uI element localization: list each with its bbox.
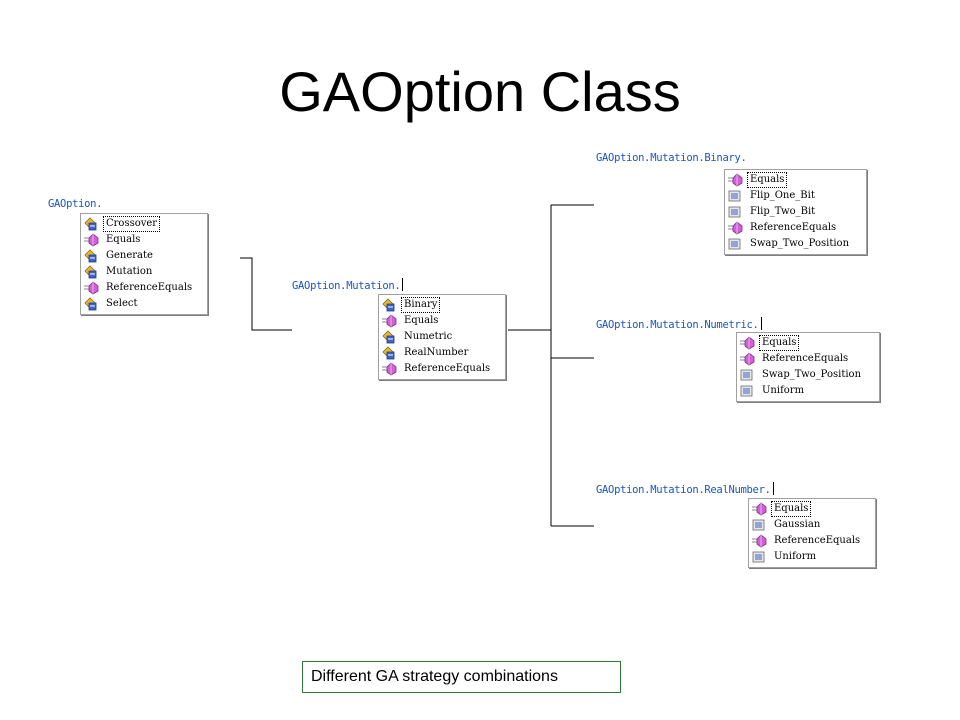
list-item-label: Uniform (774, 551, 817, 562)
caption-gaoption-mutation-binary: GAOption.Mutation.Binary. (596, 152, 747, 164)
list-item-mutation[interactable]: Mutation (81, 264, 207, 280)
caption-gaoption: GAOption. (48, 198, 103, 210)
class-icon (381, 346, 397, 360)
list-item-equals[interactable]: Equals (725, 172, 866, 188)
caption-text: GAOption.Mutation. (292, 280, 401, 292)
class-icon (83, 297, 99, 311)
list-item-label: Swap_Two_Position (750, 238, 850, 249)
list-item-crossover[interactable]: Crossover (81, 216, 207, 232)
method-icon (83, 281, 99, 295)
list-item-referenceequals[interactable]: ReferenceEquals (749, 533, 875, 549)
list-item-label: ReferenceEquals (762, 353, 849, 364)
method-icon (739, 352, 755, 366)
list-item-realnumber[interactable]: RealNumber (379, 345, 505, 361)
method-icon (83, 233, 99, 247)
list-item-label: Equals (404, 315, 439, 326)
list-item-label: RealNumber (404, 347, 469, 358)
list-item-label: Flip_One_Bit (750, 190, 815, 201)
method-icon (381, 362, 397, 376)
method-icon (739, 336, 755, 350)
caption-gaoption-mutation-numetric: GAOption.Mutation.Numetric. (596, 317, 762, 331)
list-item-label: Crossover (103, 216, 161, 232)
text-caret (760, 317, 762, 330)
list-item-binary[interactable]: Binary (379, 297, 505, 313)
list-item-equals[interactable]: Equals (737, 335, 879, 351)
enum-icon (739, 368, 755, 382)
list-item-swap-two-position[interactable]: Swap_Two_Position (725, 236, 866, 252)
list-item-flip-two-bit[interactable]: Flip_Two_Bit (725, 204, 866, 220)
text-caret (772, 482, 774, 495)
list-item-label: Uniform (762, 385, 805, 396)
method-icon (751, 534, 767, 548)
method-icon (381, 314, 397, 328)
caption-gaoption-mutation: GAOption.Mutation. (292, 278, 404, 292)
list-item-uniform[interactable]: Uniform (749, 549, 875, 565)
caption-text: GAOption.Mutation.RealNumber. (596, 484, 771, 496)
enum-icon (727, 189, 743, 203)
list-item-label: ReferenceEquals (774, 535, 861, 546)
strategy-caption-box: Different GA strategy combinations (302, 661, 621, 693)
enum-icon (751, 518, 767, 532)
list-item-label: ReferenceEquals (404, 363, 491, 374)
list-item-numetric[interactable]: Numetric (379, 329, 505, 345)
list-item-equals[interactable]: Equals (81, 232, 207, 248)
enum-icon (739, 384, 755, 398)
connector-root-mutation (240, 257, 292, 331)
list-item-label: Numetric (404, 331, 453, 342)
method-icon (727, 221, 743, 235)
class-icon (83, 217, 99, 231)
class-icon (381, 298, 397, 312)
slide-title: GAOption Class (279, 60, 681, 123)
enum-icon (751, 550, 767, 564)
class-icon (381, 330, 397, 344)
method-icon (727, 173, 743, 187)
list-item-label: Binary (401, 297, 441, 313)
list-item-equals[interactable]: Equals (379, 313, 505, 329)
list-item-generate[interactable]: Generate (81, 248, 207, 264)
list-item-label: Equals (106, 234, 141, 245)
list-item-referenceequals[interactable]: ReferenceEquals (81, 280, 207, 296)
class-icon (83, 249, 99, 263)
list-item-label: ReferenceEquals (750, 222, 837, 233)
list-item-label: Flip_Two_Bit (750, 206, 816, 217)
list-item-label: Equals (771, 501, 812, 517)
caption-text: GAOption. (48, 198, 103, 210)
list-item-swap-two-position[interactable]: Swap_Two_Position (737, 367, 879, 383)
list-item-uniform[interactable]: Uniform (737, 383, 879, 399)
caption-gaoption-mutation-realnumber: GAOption.Mutation.RealNumber. (596, 482, 774, 496)
enum-icon (727, 237, 743, 251)
list-item-label: Equals (747, 172, 788, 188)
method-icon (751, 502, 767, 516)
caption-text: GAOption.Mutation.Binary. (596, 152, 747, 164)
list-item-select[interactable]: Select (81, 296, 207, 312)
list-item-label: Gaussian (774, 519, 821, 530)
list-item-label: Mutation (106, 266, 153, 277)
list-item-label: Select (106, 298, 138, 309)
list-item-label: Swap_Two_Position (762, 369, 862, 380)
list-item-equals[interactable]: Equals (749, 501, 875, 517)
class-icon (83, 265, 99, 279)
enum-icon (727, 205, 743, 219)
text-caret (402, 278, 404, 291)
list-item-label: Generate (106, 250, 153, 261)
list-item-referenceequals[interactable]: ReferenceEquals (379, 361, 505, 377)
caption-text: GAOption.Mutation.Numetric. (596, 319, 759, 331)
list-item-label: ReferenceEquals (106, 282, 193, 293)
list-item-gaussian[interactable]: Gaussian (749, 517, 875, 533)
list-item-label: Equals (759, 335, 800, 351)
list-item-referenceequals[interactable]: ReferenceEquals (737, 351, 879, 367)
list-item-flip-one-bit[interactable]: Flip_One_Bit (725, 188, 866, 204)
list-item-referenceequals[interactable]: ReferenceEquals (725, 220, 866, 236)
